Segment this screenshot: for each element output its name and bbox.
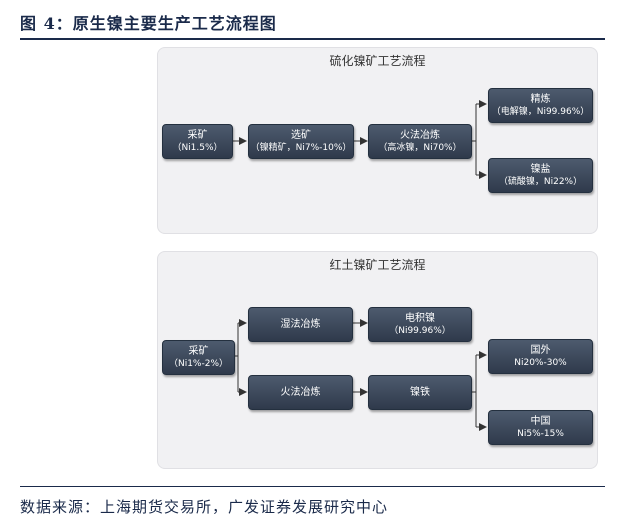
laterite-china-detail: Ni5%-15%	[517, 428, 564, 439]
laterite-pyro-node: 火法冶炼	[248, 375, 353, 410]
sulfide-refining-node: 精炼 （电解镍，Ni99.96%）	[488, 88, 593, 123]
laterite-ferro-name: 镍铁	[410, 386, 430, 398]
laterite-abroad-node: 国外 Ni20%-30%	[488, 339, 593, 374]
sulfide-refining-name: 精炼	[530, 93, 551, 105]
sulfide-beneficiation-name: 选矿	[291, 129, 311, 141]
laterite-mining-detail: （Ni1%-2%）	[168, 358, 229, 369]
title-rule	[20, 38, 605, 40]
laterite-panel-title: 红土镍矿工艺流程	[329, 258, 426, 272]
sulfide-pyro-name: 火法冶炼	[400, 129, 440, 141]
sulfide-pyro-node: 火法冶炼 （高冰镍，Ni70%）	[368, 124, 472, 159]
laterite-abroad-detail: Ni20%-30%	[514, 357, 567, 368]
sulfide-salt-node: 镍盐 （硫酸镍，Ni22%）	[488, 158, 593, 193]
sulfide-beneficiation-node: 选矿 （镍精矿，Ni7%-10%）	[248, 124, 354, 159]
laterite-china-node: 中国 Ni5%-15%	[488, 410, 593, 445]
sulfide-refining-detail: （电解镍，Ni99.96%）	[491, 106, 590, 117]
sulfide-salt-name: 镍盐	[530, 163, 551, 175]
sulfide-panel-title: 硫化镍矿工艺流程	[329, 54, 426, 68]
laterite-ferro-node: 镍铁	[368, 375, 472, 410]
laterite-electro-node: 电积镍 （Ni99.96%）	[368, 307, 472, 342]
sulfide-beneficiation-detail: （镍精矿，Ni7%-10%）	[250, 142, 352, 153]
laterite-electro-detail: （Ni99.96%）	[389, 325, 451, 336]
sulfide-pyro-detail: （高冰镍，Ni70%）	[378, 142, 462, 153]
laterite-abroad-name: 国外	[530, 344, 551, 356]
laterite-china-name: 中国	[530, 415, 551, 427]
laterite-hydro-name: 湿法冶炼	[280, 318, 321, 330]
laterite-hydro-node: 湿法冶炼	[248, 307, 353, 342]
sulfide-mining-detail: （Ni1.5%）	[172, 142, 223, 153]
laterite-mining-name: 采矿	[188, 345, 209, 357]
figure-title: 图 4：原生镍主要生产工艺流程图	[20, 14, 277, 33]
sulfide-salt-detail: （硫酸镍，Ni22%）	[498, 176, 583, 187]
sulfide-mining-name: 采矿	[187, 129, 208, 141]
sulfide-mining-node: 采矿 （Ni1.5%）	[162, 124, 233, 159]
figure-source: 数据来源：上海期货交易所，广发证券发展研究中心	[20, 498, 389, 516]
source-rule	[20, 486, 605, 487]
laterite-electro-name: 电积镍	[405, 312, 435, 324]
laterite-pyro-name: 火法冶炼	[280, 386, 321, 398]
laterite-mining-node: 采矿 （Ni1%-2%）	[162, 340, 235, 375]
